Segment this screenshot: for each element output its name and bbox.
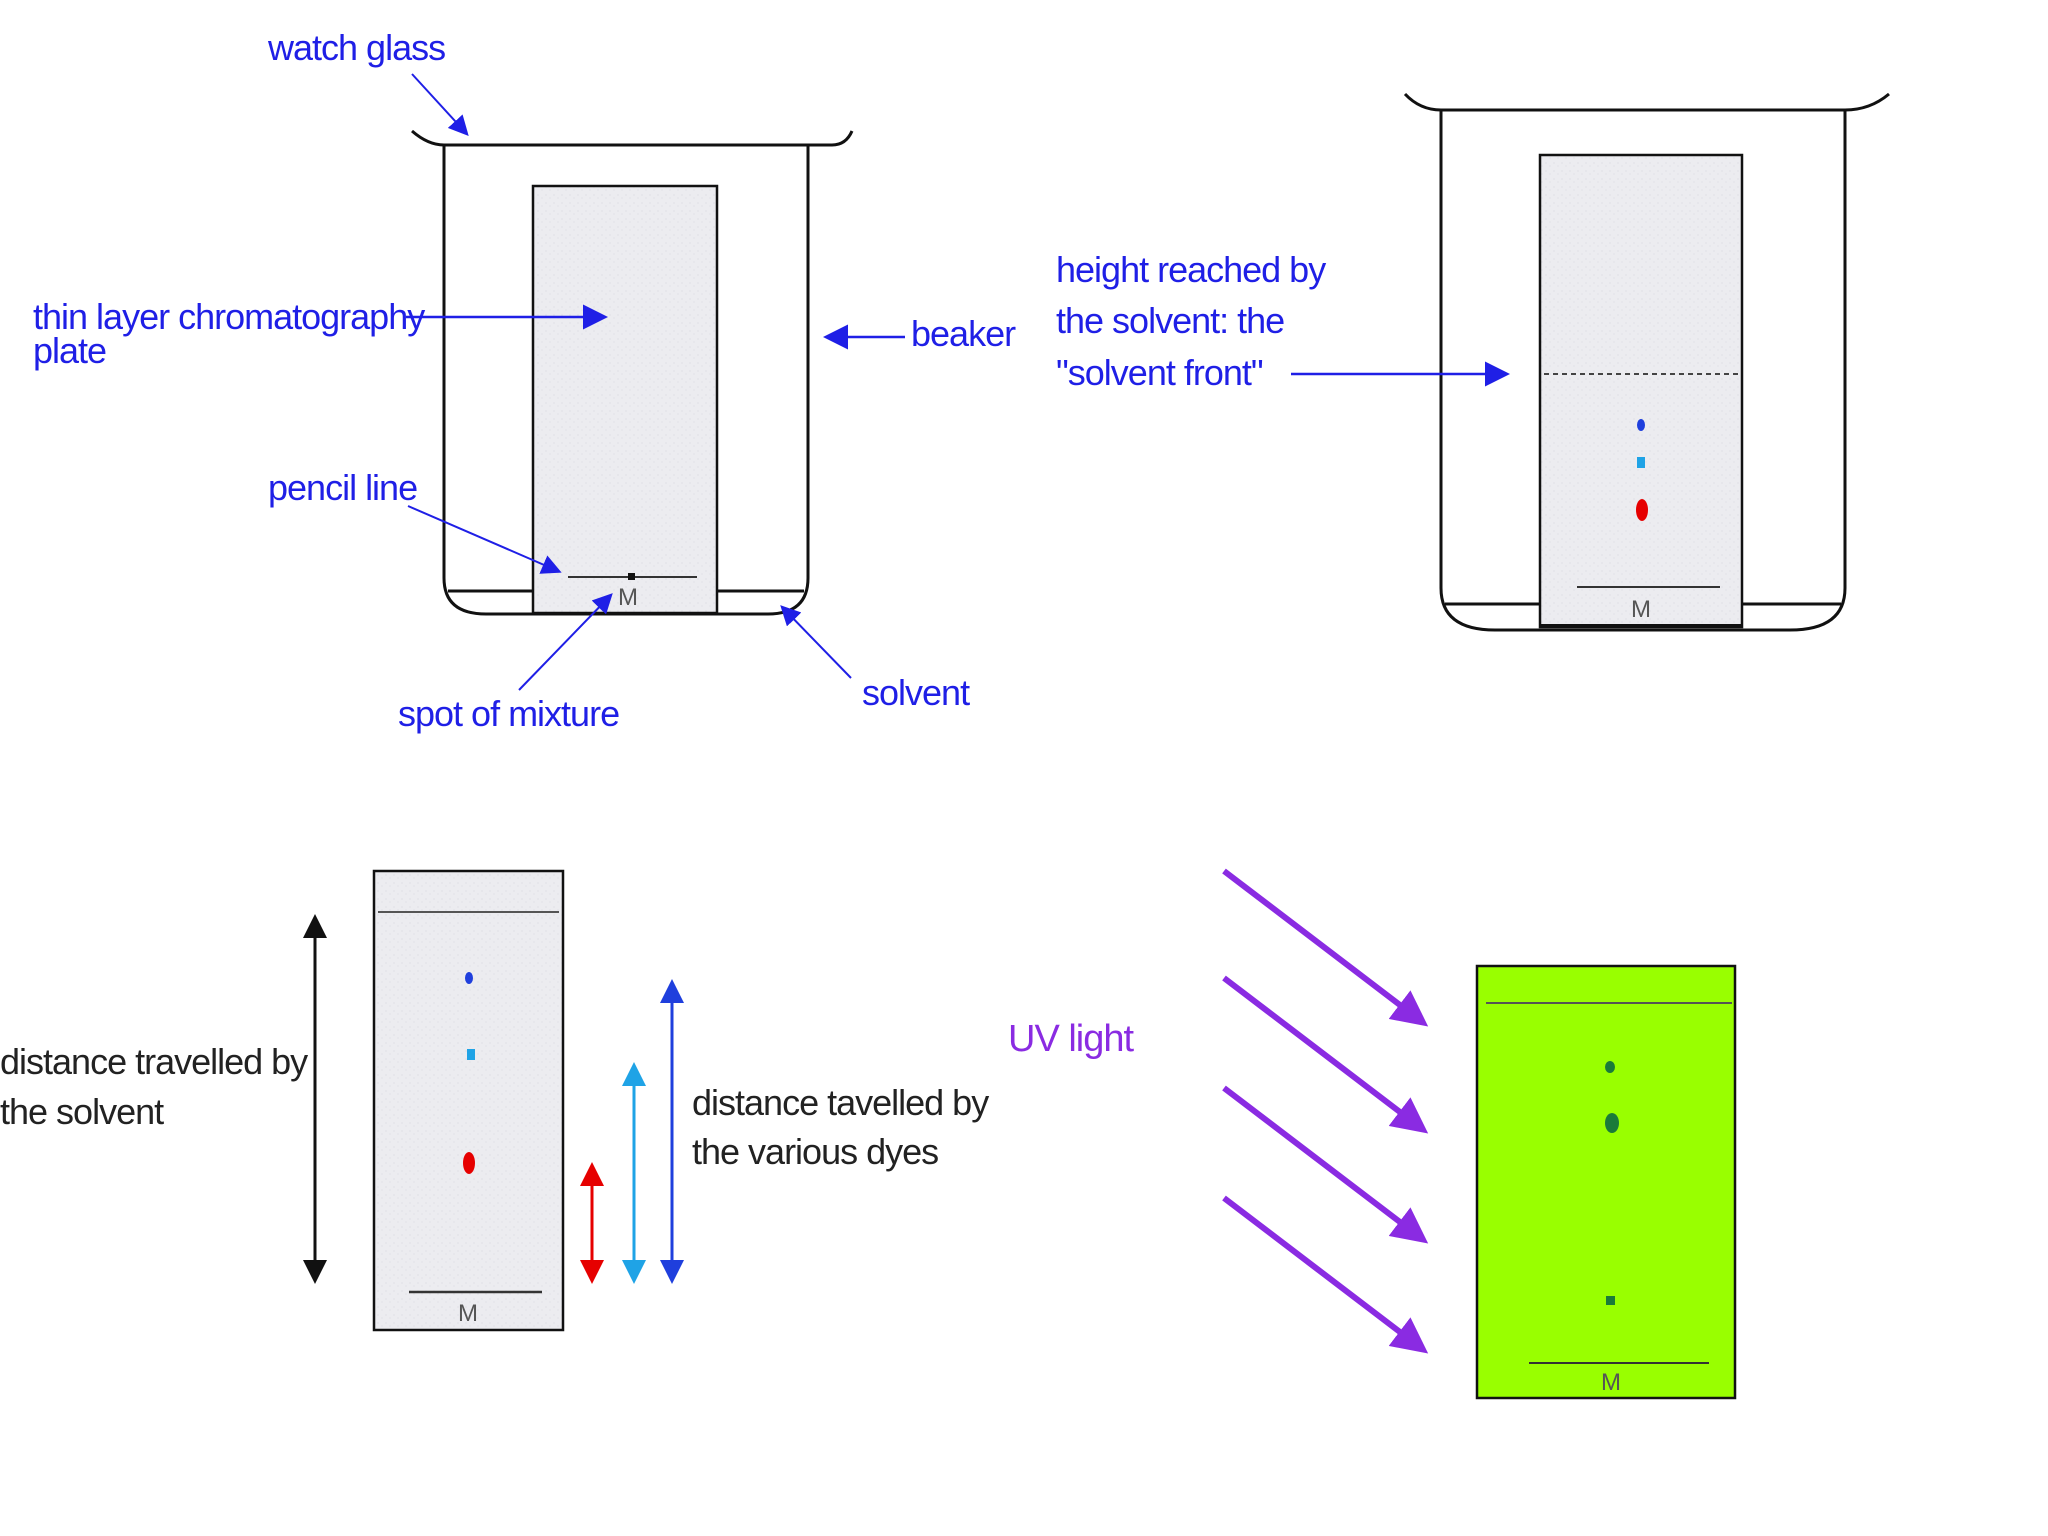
watch-glass-arrow xyxy=(411,73,469,136)
solvent-label: solvent xyxy=(862,672,970,713)
tlc-plate xyxy=(531,184,719,615)
spot-of-mixture-label: spot of mixture xyxy=(398,693,619,734)
watch-glass xyxy=(411,129,854,147)
tlc-plate-label-line1: thin layer chromatography xyxy=(33,296,425,337)
watch-glass-label: watch glass xyxy=(267,27,445,68)
uv-plate xyxy=(1475,964,1737,1400)
dye-dark-blue-spot xyxy=(465,972,473,984)
solvent-distance-label-line2: the solvent xyxy=(0,1091,164,1132)
uv-light-label: UV light xyxy=(1008,1018,1134,1060)
plate-mark: M xyxy=(1601,1369,1621,1396)
dye-dark-blue-spot xyxy=(1637,419,1645,431)
pencil-line-label: pencil line xyxy=(268,467,417,508)
solvent-distance-label-line1: distance travelled by xyxy=(0,1041,308,1082)
uv-ray-arrow xyxy=(1222,868,1429,1027)
mixture-spot xyxy=(628,573,635,580)
dyes-distance-label-line2: the various dyes xyxy=(692,1131,938,1172)
uv-spot xyxy=(1606,1296,1615,1305)
dye-red-spot xyxy=(1636,499,1648,521)
beaker-setup-left: M watch glass thin layer chromatography … xyxy=(33,27,1017,734)
plate-mark: M xyxy=(618,584,638,611)
uv-light-panel: UV light M xyxy=(1008,868,1737,1400)
dye-light-blue-spot xyxy=(467,1049,475,1060)
uv-spot xyxy=(1605,1061,1615,1073)
spot-arrow xyxy=(518,593,613,691)
uv-ray-arrow xyxy=(1222,1085,1429,1244)
tlc-plate-label-line2: plate xyxy=(33,330,106,371)
plate-mark: M xyxy=(1631,596,1651,623)
height-label-line1: height reached by xyxy=(1056,249,1326,290)
dye-light-blue-spot xyxy=(1637,457,1645,468)
pencil-line-arrow xyxy=(407,505,562,574)
height-label-line3: "solvent front" xyxy=(1056,352,1263,393)
uv-spot xyxy=(1605,1113,1619,1133)
tlc-plate xyxy=(1538,153,1744,629)
watch-glass xyxy=(1403,92,1890,112)
tlc-plate xyxy=(372,869,565,1332)
beaker-outline xyxy=(1439,110,1847,632)
beaker-label: beaker xyxy=(911,313,1016,354)
dye-red-spot xyxy=(463,1152,475,1174)
height-label-line2: the solvent: the xyxy=(1056,300,1284,341)
solvent-arrow xyxy=(780,605,852,679)
plate-mark: M xyxy=(458,1300,478,1327)
measured-plate-panel: M distance travelled by the solvent dist… xyxy=(0,869,990,1332)
uv-ray-arrow xyxy=(1222,1195,1429,1354)
beaker-setup-right: M height reached by the solvent: the "so… xyxy=(1056,92,1890,632)
dyes-distance-label-line1: distance tavelled by xyxy=(692,1082,989,1123)
uv-ray-arrow xyxy=(1222,975,1429,1134)
